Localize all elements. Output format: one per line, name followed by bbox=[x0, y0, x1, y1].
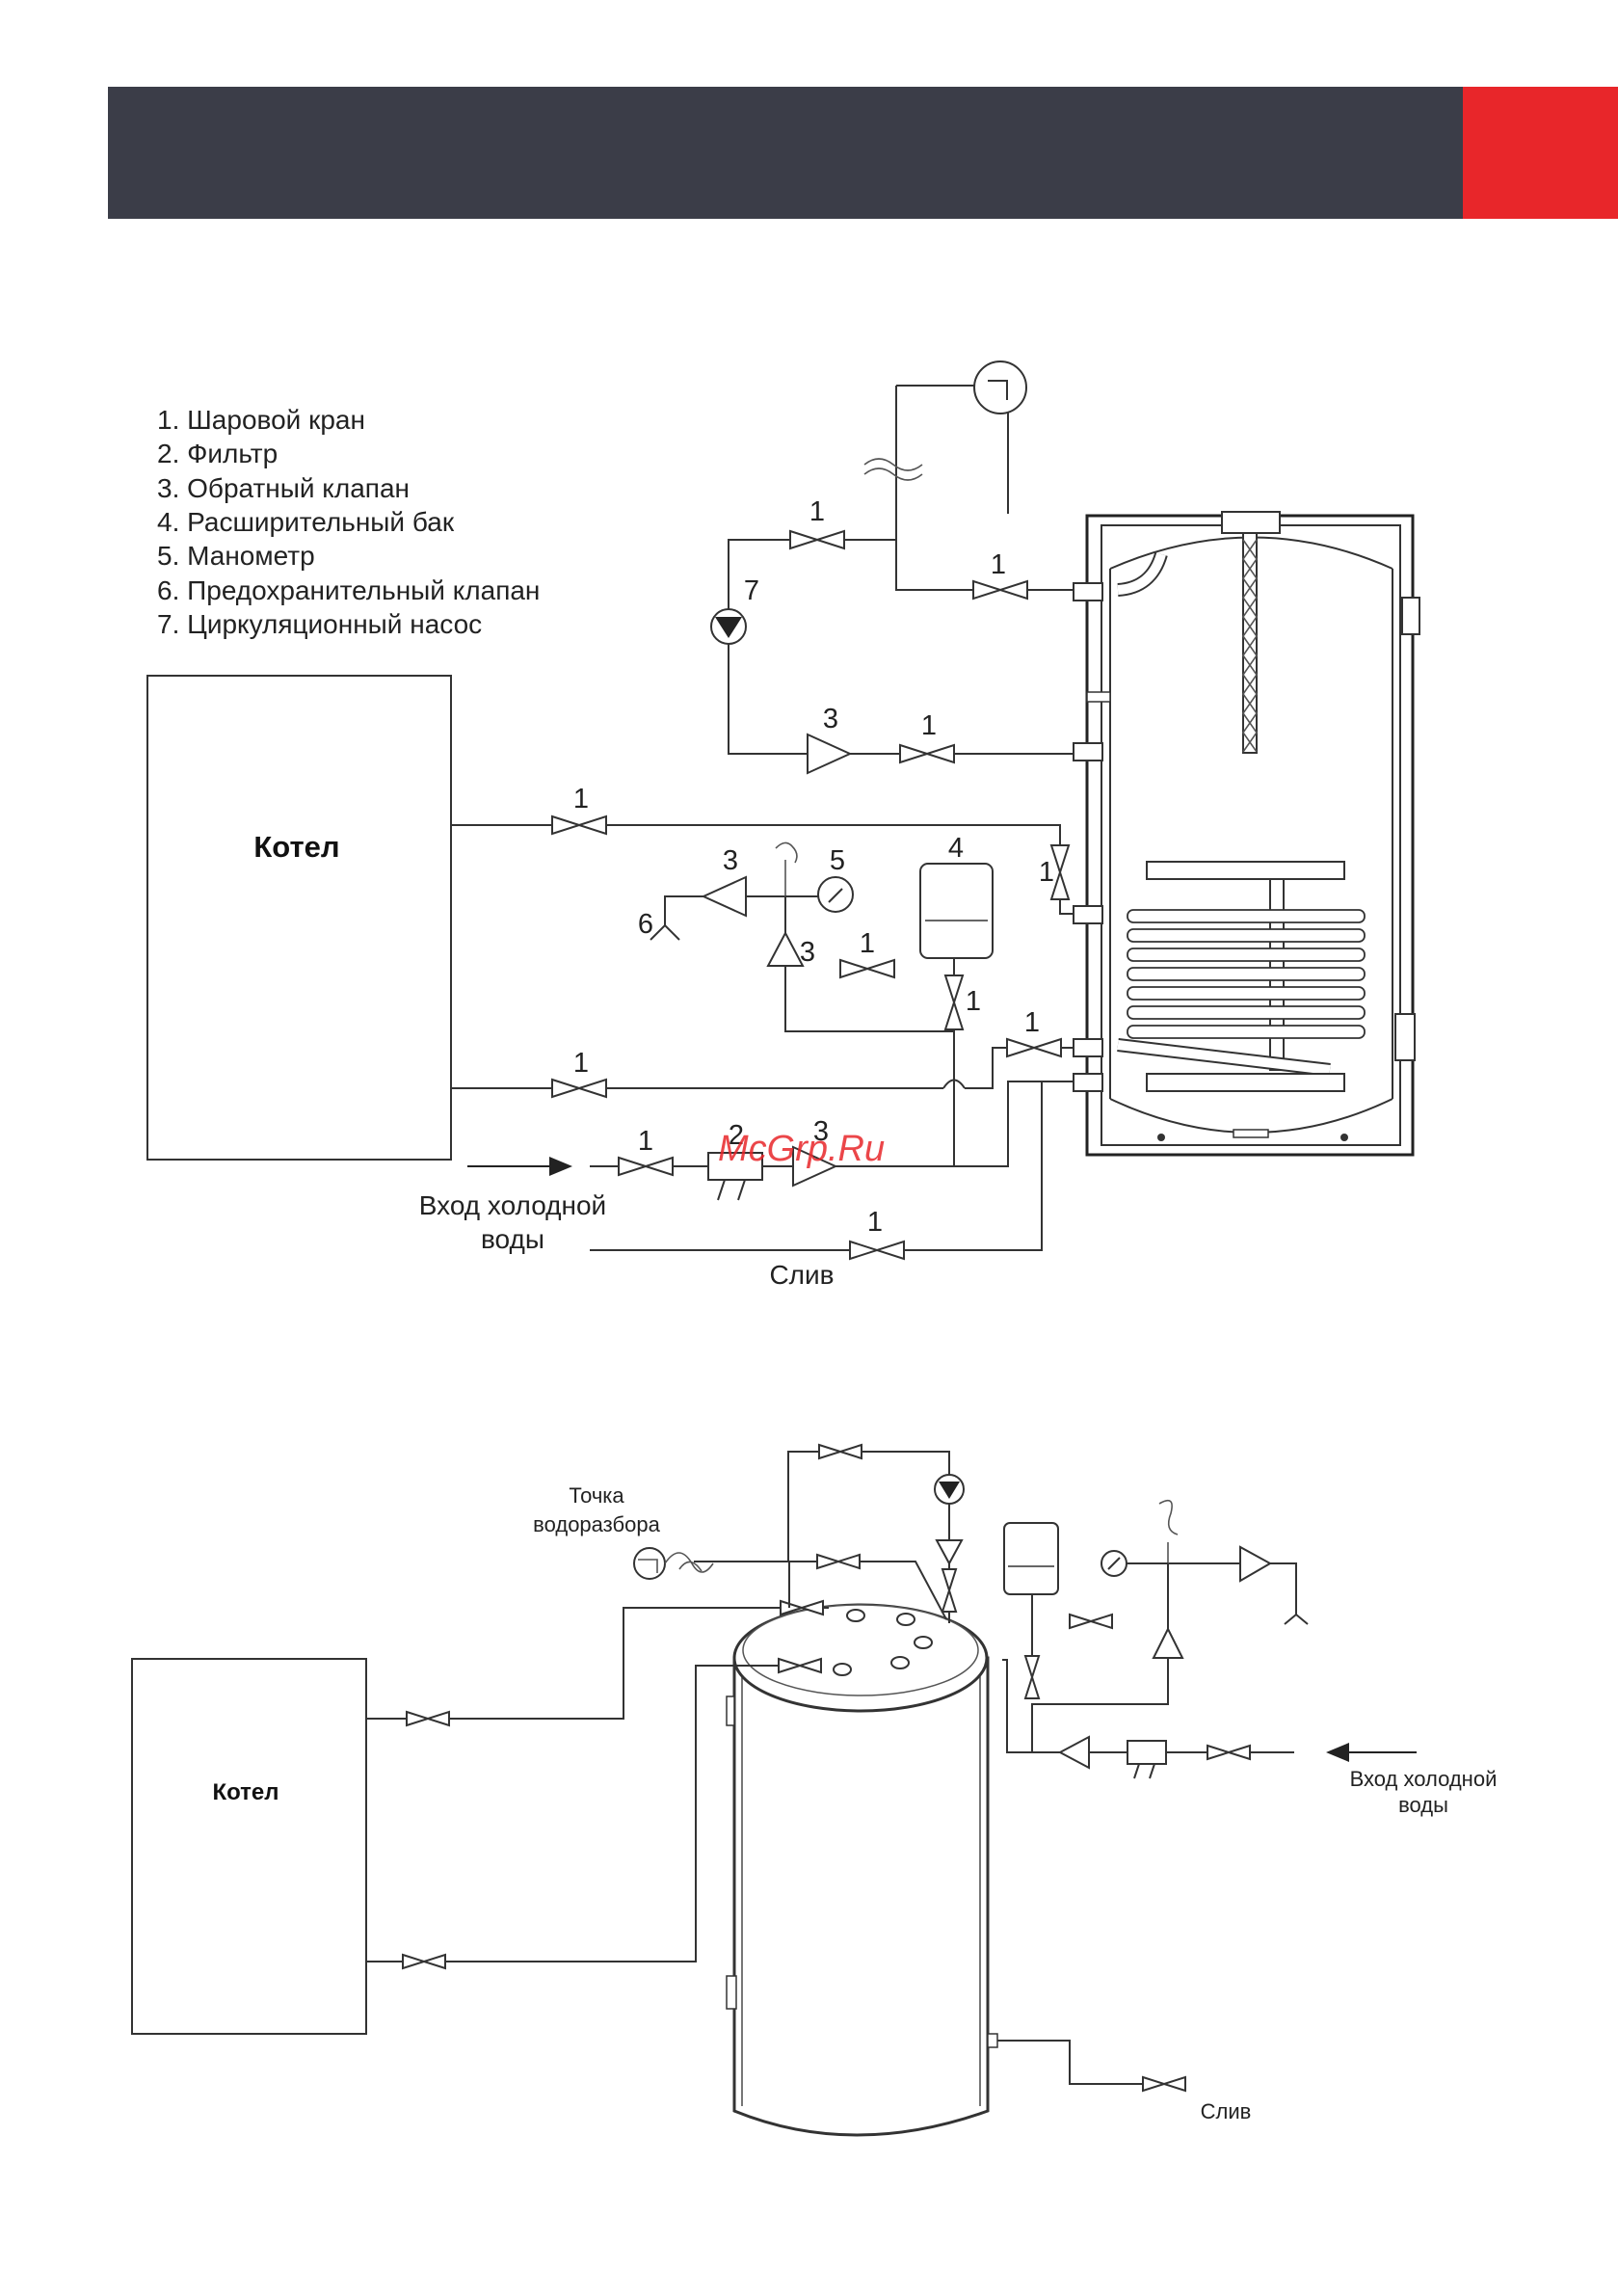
legend-item: 5. Манометр bbox=[157, 541, 315, 571]
boiler-box-2 bbox=[132, 1659, 366, 2034]
label-1: 1 bbox=[573, 1048, 589, 1079]
label-1: 1 bbox=[573, 784, 589, 814]
legend-item: 6. Предохранительный клапан bbox=[157, 575, 540, 605]
label-1: 1 bbox=[867, 1207, 883, 1238]
water-heater-tank-2 bbox=[727, 1605, 997, 2135]
boiler-label: Котел bbox=[253, 830, 339, 864]
water-heater-tank bbox=[1074, 512, 1419, 1155]
cold-water-label-s2: Вход холодной bbox=[1350, 1767, 1498, 1791]
scheme-2: Котел bbox=[132, 1445, 1497, 2135]
cold-water-label: Вход холодной bbox=[419, 1190, 606, 1220]
label-1: 1 bbox=[809, 496, 825, 527]
label-7: 7 bbox=[744, 575, 759, 606]
label-5: 5 bbox=[830, 845, 845, 876]
drawpoint-label-2: водоразбора bbox=[533, 1512, 660, 1536]
label-3: 3 bbox=[800, 937, 815, 968]
heating-coil bbox=[1118, 910, 1365, 1070]
watermark: McGrp.Ru bbox=[718, 1129, 885, 1169]
drawpoint-label: Точка bbox=[569, 1483, 624, 1508]
legend-item: 1. Шаровой кран bbox=[157, 405, 365, 435]
label-6: 6 bbox=[638, 909, 653, 940]
label-4: 4 bbox=[948, 833, 964, 864]
label-1: 1 bbox=[1039, 857, 1054, 888]
label-1: 1 bbox=[966, 986, 981, 1017]
legend-item: 3. Обратный клапан bbox=[157, 473, 410, 503]
label-3: 3 bbox=[723, 845, 738, 876]
drain-label-s2: Слив bbox=[1201, 2099, 1252, 2123]
label-1: 1 bbox=[638, 1126, 653, 1157]
boiler-box bbox=[147, 676, 451, 1160]
label-1: 1 bbox=[860, 928, 875, 959]
boiler-label-2: Котел bbox=[212, 1779, 279, 1805]
drain-label: Слив bbox=[769, 1260, 834, 1290]
label-3: 3 bbox=[823, 704, 838, 734]
legend-item: 2. Фильтр bbox=[157, 439, 278, 468]
label-1: 1 bbox=[991, 549, 1006, 580]
legend: 1. Шаровой кран 2. Фильтр 3. Обратный кл… bbox=[157, 405, 540, 639]
cold-water-label-2: воды bbox=[481, 1224, 544, 1254]
legend-item: 7. Циркуляционный насос bbox=[157, 609, 482, 639]
label-1: 1 bbox=[921, 710, 937, 741]
cold-water-label-s2-2: воды bbox=[1398, 1793, 1448, 1817]
legend-item: 4. Расширительный бак bbox=[157, 507, 455, 537]
label-1: 1 bbox=[1024, 1007, 1040, 1038]
